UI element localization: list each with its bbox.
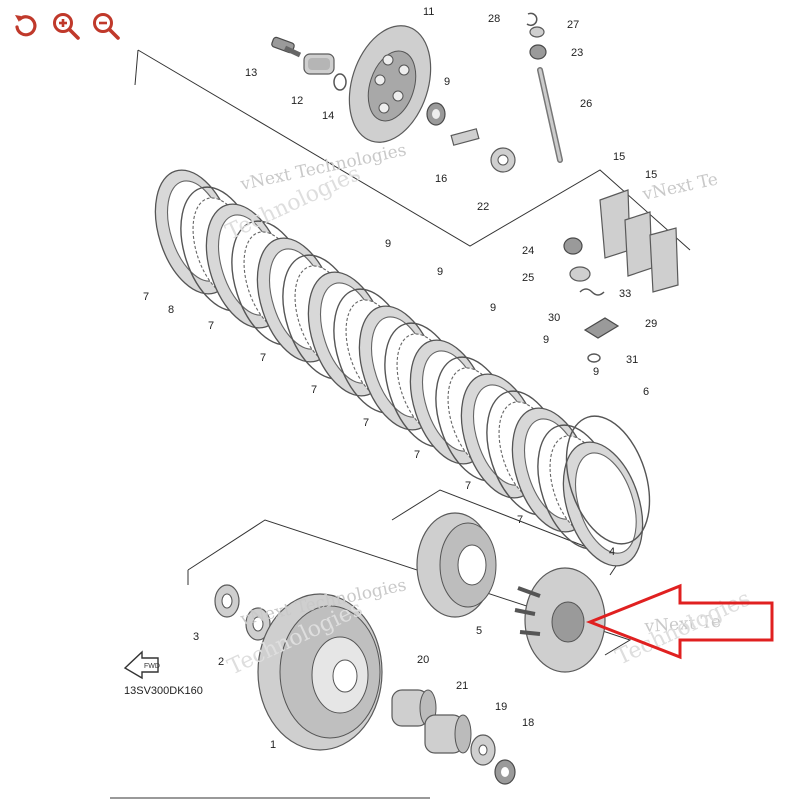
part-17-release-plates [599,189,679,293]
part-2-washer [245,607,271,641]
callout-20: 19 [495,701,507,713]
part-15-bolt [271,36,302,58]
callout-24: 23 [571,47,583,59]
part-30-lever [583,317,620,339]
frame-pressure [391,489,621,576]
part-33-spring [579,288,605,296]
part-26-bearing [569,266,591,282]
part-4-pressure-plate [514,567,606,673]
callout-7: 7 [414,449,420,461]
callout-26: 25 [522,272,534,284]
callout-27: 26 [580,98,592,110]
callout-9: 9 [490,302,496,314]
highlight-arrow [585,583,774,660]
part-12-nut [426,102,446,126]
callout-7: 7 [311,384,317,396]
rotate-icon [15,15,37,37]
zoom-out-icon [93,13,120,40]
callout-7: 7 [260,352,266,364]
callout-3: 3 [193,631,199,643]
part-1-clutch-housing [257,593,383,751]
callout-8: 7 [143,291,149,303]
part-14-bearing [303,53,335,75]
callout-5: 5 [476,625,482,637]
callout-17: 15 [645,169,657,181]
callout-30: 29 [645,318,657,330]
part-13-pressure-plate [348,25,432,143]
part-32-circlip [587,353,601,363]
part-18-bolt [450,128,480,146]
callout-19: 18 [522,717,534,729]
callout-7: 7 [517,514,523,526]
callout-16: 14 [322,110,334,122]
part-3-washer [214,584,240,618]
part-25-seal [563,237,583,255]
part-24-nut [529,44,547,60]
watermark: Technologies [612,586,755,670]
callout-32: 31 [626,354,638,366]
part-27-push-rod [537,67,563,163]
zoom-in-icon [53,13,80,40]
part-5-clutch-boss [416,512,497,618]
zoom-in-button[interactable] [48,8,84,44]
callout-18: 16 [435,173,447,185]
part-22-bearing [424,714,472,754]
callout-23: 22 [477,201,489,213]
frame-clutch-pack [137,49,691,251]
frame-clutch-pack-left [134,49,139,86]
callout-9: 9 [543,334,549,346]
callout-9: 9 [437,266,443,278]
viewer-toolbar [8,8,124,44]
drawing-code: 13SV300DK160 [124,685,203,697]
callout-14: 12 [291,95,303,107]
callout-2: 2 [218,656,224,668]
outer-plate-6 [565,415,651,545]
callout-7: 7 [208,320,214,332]
callout-13: 11 [423,6,434,18]
callout-25: 24 [522,245,534,257]
callout-33: 33 [619,288,631,300]
callout-11: 8 [168,304,174,316]
callout-28: 27 [567,19,579,31]
callout-12: 9 [444,76,450,88]
callout-17: 15 [613,151,625,163]
zoom-out-button[interactable] [88,8,124,44]
callout-22: 21 [456,680,468,692]
part-20-washer [470,734,496,766]
part-29-circlip [526,12,538,27]
callout-1: 1 [270,739,276,751]
fwd-arrow-icon: FWD [123,650,160,680]
part-23-bearing [490,147,516,173]
callout-4: 4 [609,546,615,558]
part-28-washer [529,26,545,38]
callout-7: 7 [363,417,369,429]
callout-7: 7 [465,480,471,492]
callout-labels: 11 13 12 14 9 16 22 28 27 23 26 15 15 24… [143,6,657,751]
callout-6: 6 [643,386,649,398]
part-19-nut [494,759,516,785]
callout-29: 28 [488,13,500,25]
rotate-button[interactable] [8,8,44,44]
callout-9: 9 [385,238,391,250]
clutch-plate-stack [154,169,651,567]
callout-31: 30 [548,312,560,324]
callout-15: 13 [245,67,257,79]
part-16-circlip [333,73,347,91]
callout-9: 9 [593,366,599,378]
callout-21: 20 [417,654,429,666]
svg-text:FWD: FWD [144,663,160,670]
